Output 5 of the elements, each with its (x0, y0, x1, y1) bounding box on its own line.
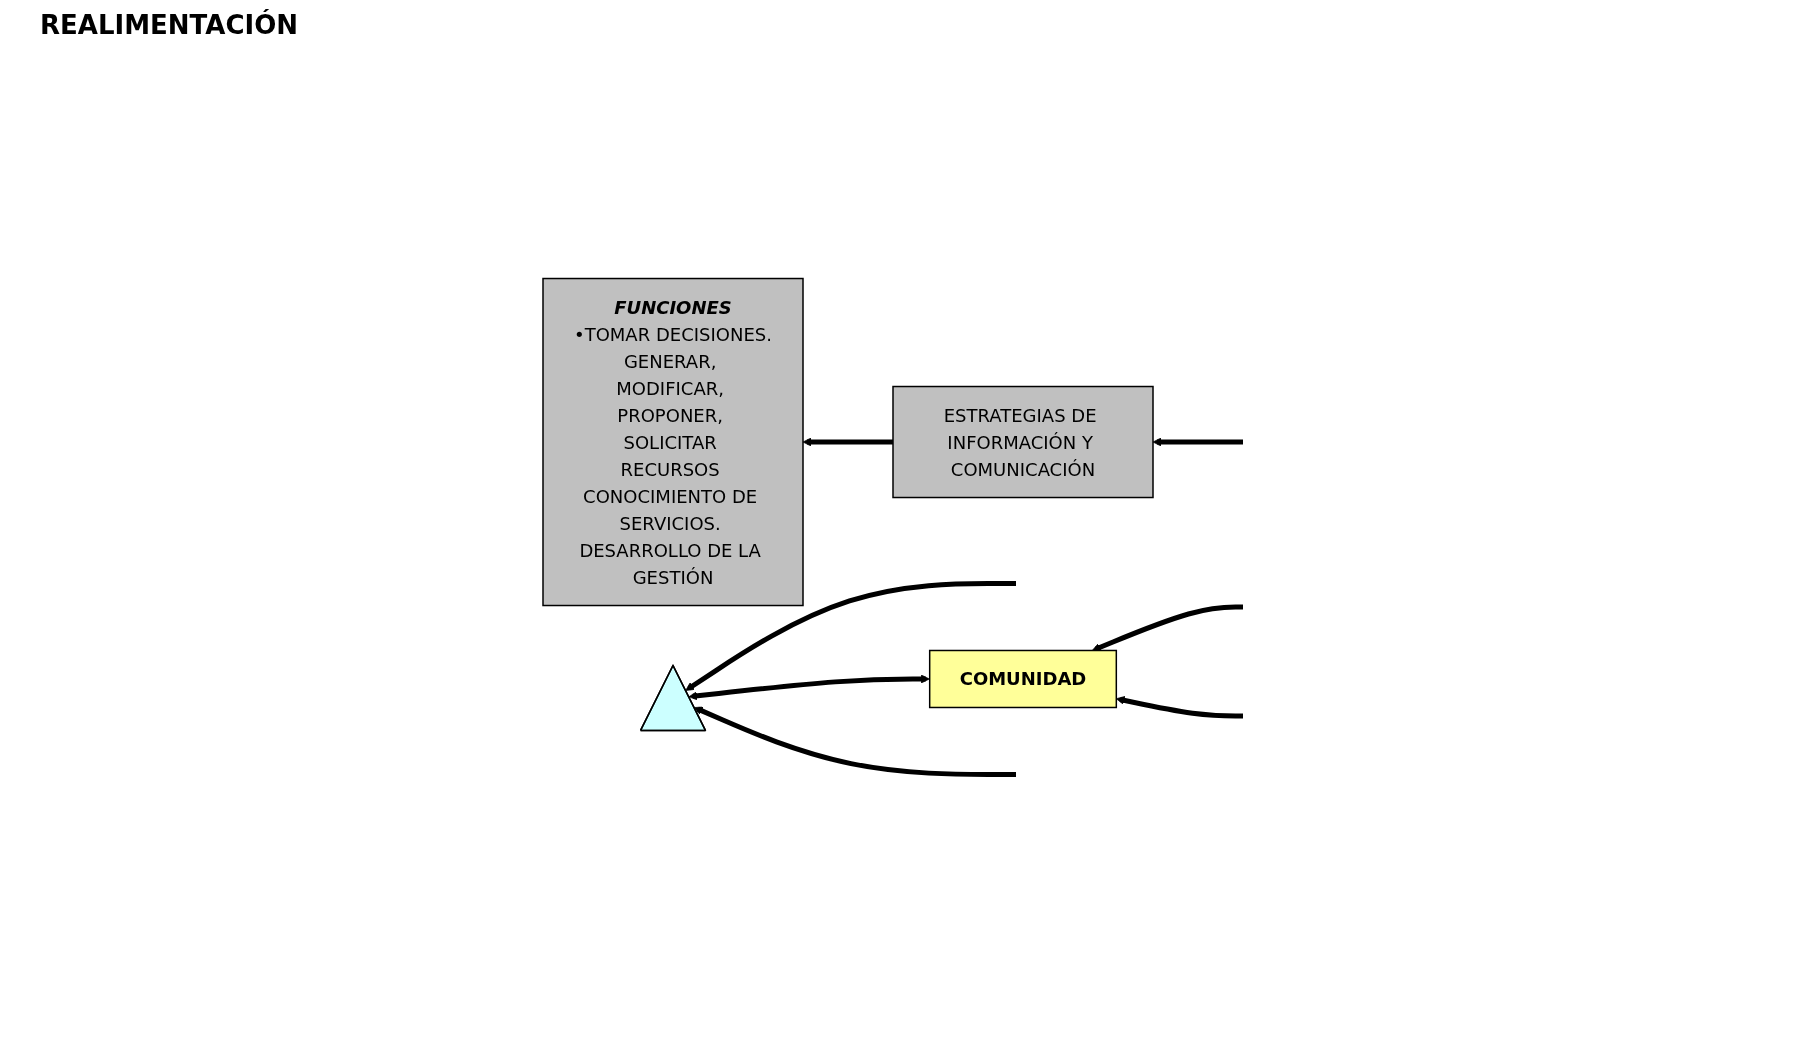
process-box: ESTRATEGIAS DE INFORMACIÓN Y COMUNICACIÓN (892, 385, 1154, 499)
feedback-label: REALIMENTACIÓN (40, 10, 298, 40)
triangle-shape (639, 664, 707, 732)
process-box: COMUNIDAD (928, 649, 1118, 709)
process-box: FUNCIONES •TOMAR DECISIONES. GENERAR, MODIFICAR, PROPONER, SOLICITAR RECURSOS CONOCIMIENTO DE SERVICIOS. DESARROLLO DE LA GESTIÓN (542, 277, 804, 607)
